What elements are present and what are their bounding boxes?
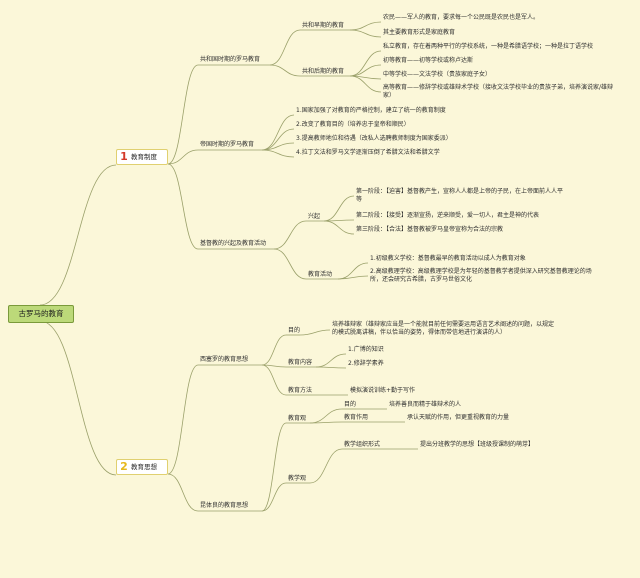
- leaf-teaching-form: 提出分班教学的思想【班级授课制的萌芽】: [420, 441, 535, 448]
- leaf-content-2: 2.修辞学素养: [348, 360, 384, 367]
- leaf-early-1: 农民——军人的教育，要求每一个公民既是农民也是军人。: [383, 14, 540, 21]
- edge-christian-rise: [273, 220, 307, 250]
- edge-content-1: [315, 353, 347, 368]
- edge-view-goal: [309, 408, 343, 424]
- leaf-rise-1: 第一阶段：【迫害】基督教产生，宣称人人都是上帝的子民，在上帝面前人人平等: [356, 188, 564, 203]
- leaf-late-1: 私立教育，存在着两种平行的学校系统，一种是希腊语学校；一种是拉丁语学校: [383, 43, 594, 50]
- leaf-view-role: 承认天赋的作用，但更重视教育的力量: [407, 414, 510, 421]
- leaf-activities-2: 2.高级教理学校：高级教理学校是为年轻的基督教学者提供深入研究基督教理论的场所，…: [370, 268, 592, 283]
- node-view-role[interactable]: 教育作用: [344, 414, 369, 421]
- edge-early-2: [349, 29, 382, 38]
- edge-s1-christian: [167, 163, 199, 250]
- edge-s2-cicero: [167, 364, 199, 475]
- edge-activities-2: [337, 275, 369, 280]
- edge-root-section2: [39, 320, 117, 476]
- edge-activities-1: [337, 262, 369, 280]
- edge-empire-2: [261, 128, 295, 151]
- node-republic-late[interactable]: 共和后期的教育: [302, 68, 345, 75]
- node-quintilian-teaching[interactable]: 教学观: [288, 475, 307, 482]
- leaf-cicero-goal: 培养雄辩家（雄辩家应当是一个能就目前任何需要运用语言艺术阐述的问题，以规定的模式…: [332, 321, 555, 336]
- edge-cicero-method: [261, 364, 287, 396]
- edge-rise-3: [323, 220, 355, 235]
- edge-late-1: [349, 50, 382, 77]
- node-christian-rise[interactable]: 兴起: [308, 213, 321, 220]
- edge-root-section1: [39, 164, 117, 306]
- node-cicero-content[interactable]: 教育内容: [288, 359, 313, 366]
- section-label: 教育思想: [131, 463, 157, 471]
- number-two-badge: 2: [120, 460, 128, 473]
- edge-view-role: [309, 421, 343, 424]
- edge-rise-1: [323, 195, 355, 222]
- leaf-empire-4: 4.拉丁文法和罗马文学逐渐压倒了希腊文法和希腊文学: [296, 149, 440, 156]
- leaf-late-2: 初等教育——初等学校或称卢达斯: [383, 57, 474, 64]
- node-teaching-form[interactable]: 教学组织形式: [344, 441, 381, 448]
- node-view-goal[interactable]: 目的: [344, 401, 357, 408]
- leaf-content-1: 1.广博的知识: [348, 346, 384, 353]
- leaf-late-4: 高等教育——修辞学校或雄辩术学校（接收文法学校毕业的贵族子弟，培养演说家/雄辩家…: [383, 84, 614, 99]
- edge-quintilian-teaching: [261, 482, 287, 512]
- leaf-empire-2: 2.改变了教育目的（培养忠于皇帝和顺民）: [296, 121, 410, 128]
- edge-content-2: [315, 366, 347, 369]
- edge-empire-4: [261, 149, 295, 158]
- edge-s1-empire: [167, 149, 199, 165]
- node-empire[interactable]: 帝国时期的罗马教育: [200, 141, 255, 148]
- edge-s2-quintilian: [167, 473, 199, 512]
- edge-empire-1: [261, 114, 295, 151]
- node-republic[interactable]: 共和国时期的罗马教育: [200, 56, 261, 63]
- leaf-empire-3: 3.提高教师地位和待遇（改私人选聘教师制度为国家委派）: [296, 135, 452, 142]
- section-label: 教育制度: [131, 153, 157, 161]
- node-cicero-goal[interactable]: 目的: [288, 327, 301, 334]
- root-node[interactable]: 古罗马的教育: [8, 305, 74, 323]
- node-cicero[interactable]: 西塞罗的教育思想: [200, 356, 249, 363]
- edge-teaching-form: [309, 448, 343, 484]
- edge-christian-activities: [273, 248, 307, 280]
- node-cicero-method[interactable]: 教育方法: [288, 387, 313, 394]
- node-christian[interactable]: 基督教的兴起及教育活动: [200, 240, 267, 247]
- edge-republic-early: [269, 29, 301, 66]
- edge-late-4: [349, 75, 382, 93]
- edge-s1-republic: [167, 64, 199, 165]
- leaf-late-3: 中等学校——文法学校（贵族家庭子女）: [383, 71, 492, 78]
- leaf-empire-1: 1.国家加强了对教育的严格控制，建立了统一的教育制度: [296, 107, 446, 114]
- edge-cicero-goal: [261, 334, 287, 366]
- leaf-activities-1: 1.初级教义学校：基督教最早的教育活动以成人为教育对象: [370, 255, 526, 262]
- node-republic-early[interactable]: 共和早期的教育: [302, 22, 345, 29]
- edge-late-2: [349, 64, 382, 77]
- leaf-early-2: 其主要教育形式是家庭教育: [383, 29, 456, 36]
- node-christian-activities[interactable]: 教育活动: [308, 271, 333, 278]
- edge-early-1: [349, 21, 382, 31]
- node-quintilian[interactable]: 昆体良的教育思想: [200, 502, 249, 509]
- leaf-view-goal: 培养善良而精于雄辩术的人: [389, 401, 462, 408]
- leaf-rise-2: 第二阶段：【接受】逐渐宣扬，逆来顺受，爱一切人，君主是神的代表: [356, 212, 540, 219]
- edge-goal-text: [299, 329, 331, 336]
- leaf-rise-3: 第三阶段：【合法】基督教被罗马皇帝宣称为合法的宗教: [356, 226, 504, 233]
- node-quintilian-view[interactable]: 教育观: [288, 415, 307, 422]
- edge-republic-late: [269, 64, 301, 77]
- number-one-badge: 1: [120, 150, 128, 163]
- edge-cicero-content: [261, 364, 287, 368]
- leaf-cicero-method: 模拟演说训练+勤于写作: [350, 387, 416, 394]
- edge-quintilian-view: [261, 422, 287, 512]
